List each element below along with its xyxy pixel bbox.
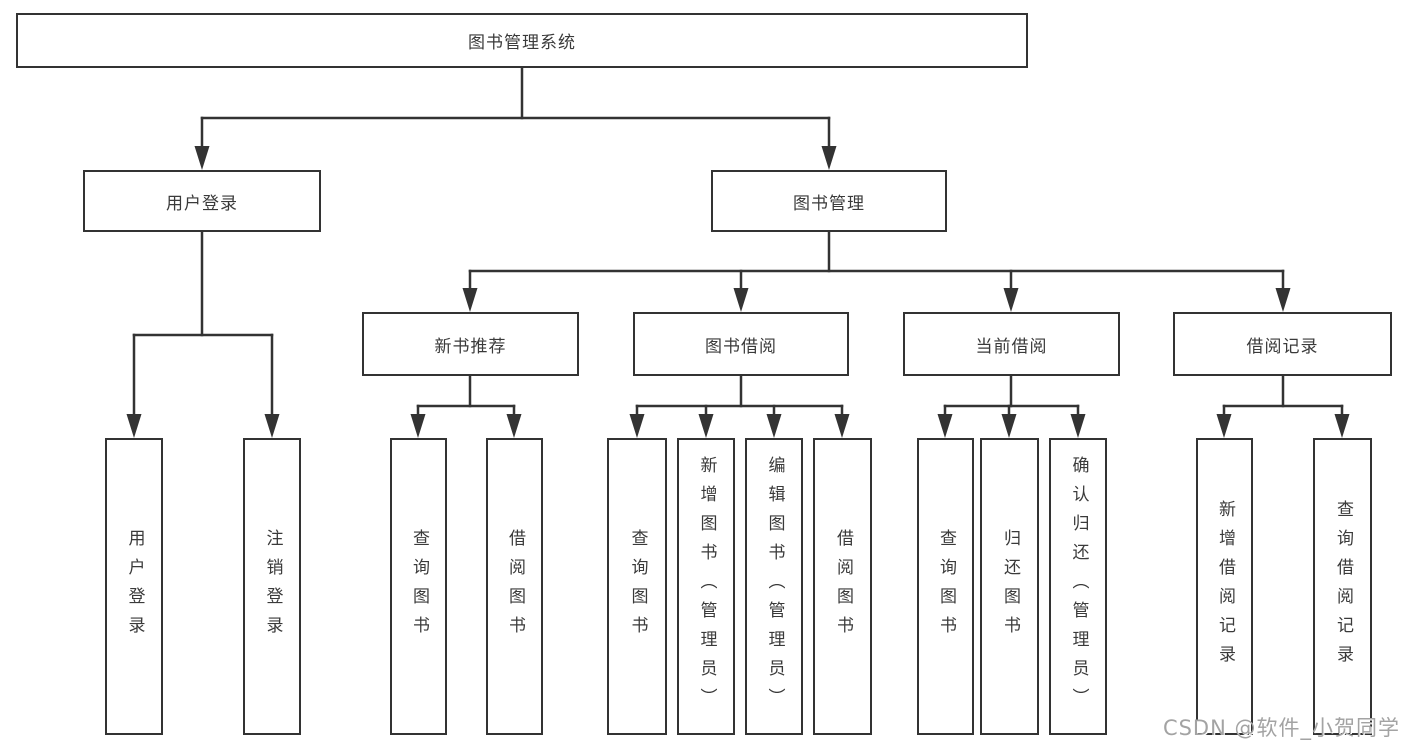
- node-current-borrow: 当前借阅: [903, 312, 1120, 376]
- node-label: 新增图书（管理员）: [696, 456, 717, 717]
- leaf-query-borrow-record: 查询借阅记录: [1313, 438, 1372, 735]
- node-new-book-recommend: 新书推荐: [362, 312, 579, 376]
- node-label: 注销登录: [262, 528, 283, 645]
- node-label: 图书管理系统: [468, 33, 576, 53]
- node-label: 借阅图书: [505, 528, 525, 645]
- node-label: 查询图书: [936, 528, 956, 645]
- node-label: 查询图书: [627, 528, 648, 645]
- node-label: 图书借阅: [705, 336, 777, 357]
- node-label: 归还图书: [1000, 528, 1020, 645]
- node-label: 图书管理: [793, 193, 865, 214]
- node-label: 当前借阅: [975, 336, 1048, 357]
- leaf-borrow-books-recommend: 借阅图书: [486, 438, 543, 735]
- node-label: 用户登录: [166, 193, 238, 214]
- leaf-add-borrow-record: 新增借阅记录: [1196, 438, 1253, 735]
- node-user-login: 用户登录: [83, 170, 321, 232]
- node-label: 编辑图书（管理员）: [764, 456, 785, 717]
- node-label: 借阅记录: [1246, 336, 1319, 357]
- node-label: 确认归还（管理员）: [1068, 456, 1089, 717]
- leaf-add-book-admin: 新增图书（管理员）: [677, 438, 735, 735]
- node-label: 新书推荐: [434, 336, 507, 357]
- leaf-confirm-return-admin: 确认归还（管理员）: [1049, 438, 1107, 735]
- node-label: 新增借阅记录: [1215, 499, 1235, 674]
- leaf-logout: 注销登录: [243, 438, 301, 735]
- leaf-user-login: 用户登录: [105, 438, 163, 735]
- node-label: 用户登录: [124, 528, 145, 645]
- node-label: 借阅图书: [833, 528, 853, 645]
- leaf-query-books-recommend: 查询图书: [390, 438, 447, 735]
- node-book-borrow: 图书借阅: [633, 312, 849, 376]
- node-system-root: 图书管理系统: [16, 13, 1028, 68]
- node-borrow-records: 借阅记录: [1173, 312, 1392, 376]
- leaf-edit-book-admin: 编辑图书（管理员）: [745, 438, 803, 735]
- node-label: 查询借阅记录: [1333, 499, 1353, 674]
- leaf-return-book: 归还图书: [980, 438, 1039, 735]
- node-book-management: 图书管理: [711, 170, 947, 232]
- leaf-query-books-borrow: 查询图书: [607, 438, 667, 735]
- csdn-watermark: CSDN @软件_小贺同学: [1162, 716, 1400, 740]
- leaf-query-books-current: 查询图书: [917, 438, 974, 735]
- node-label: 查询图书: [409, 528, 429, 645]
- leaf-borrow-books: 借阅图书: [813, 438, 872, 735]
